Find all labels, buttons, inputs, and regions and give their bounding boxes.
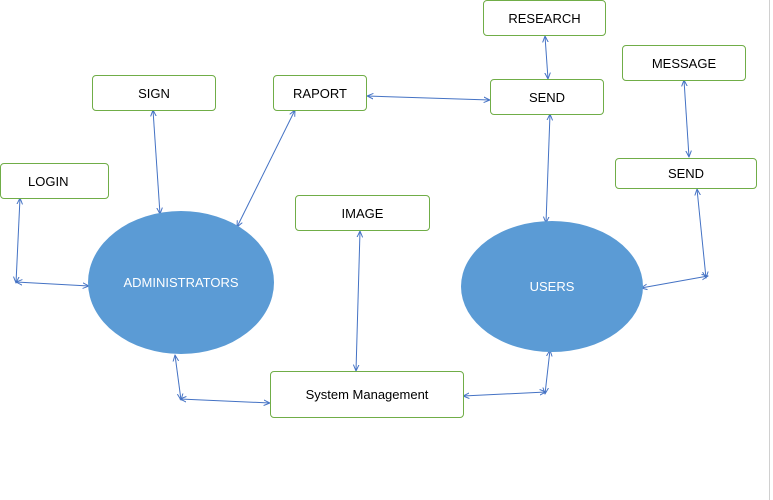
node-users: USERS [461, 221, 643, 352]
edge-research-send [545, 36, 548, 79]
node-send-top-label: SEND [528, 89, 566, 105]
edge-sysmgmt-corner [463, 392, 546, 396]
node-send-top: SEND [490, 79, 604, 115]
edge-send-users [546, 114, 550, 223]
edge-raport-admin [237, 110, 295, 227]
node-sign-label: SIGN [138, 85, 170, 101]
edge-login-corner [16, 198, 20, 283]
edge-raport-send [367, 96, 490, 100]
node-send-right: SEND [615, 158, 757, 189]
node-system-management-label: System Management [305, 387, 429, 402]
node-image: IMAGE [295, 195, 430, 231]
edge-corner-users-bottom [545, 350, 550, 394]
node-research: RESEARCH [483, 0, 606, 36]
edge-admin-corner [175, 355, 181, 400]
node-login-label: LOGIN [28, 173, 69, 189]
node-message-label: MESSAGE [651, 55, 717, 71]
node-users-label: USERS [529, 279, 575, 294]
node-message: MESSAGE [622, 45, 746, 81]
node-raport-label: RAPORT [293, 85, 347, 101]
node-image-label: IMAGE [341, 205, 384, 221]
node-login: LOGIN [0, 163, 109, 199]
node-system-management: System Management [270, 371, 464, 418]
edge-message-send [684, 80, 689, 157]
edge-sign-admin [153, 110, 160, 214]
page-edge-line [769, 0, 770, 500]
node-research-label: RESEARCH [508, 10, 581, 26]
node-send-right-label: SEND [667, 166, 705, 181]
node-raport: RAPORT [273, 75, 367, 111]
edge-corner-sysmgmt [180, 399, 270, 403]
edge-corner-admin [16, 282, 89, 286]
edge-corner-users [641, 276, 708, 288]
node-sign: SIGN [92, 75, 216, 111]
node-administrators-label: ADMINISTRATORS [123, 275, 239, 290]
edge-image-sysmgmt [356, 231, 360, 371]
edge-send-corner [697, 189, 706, 278]
node-administrators: ADMINISTRATORS [88, 211, 274, 354]
